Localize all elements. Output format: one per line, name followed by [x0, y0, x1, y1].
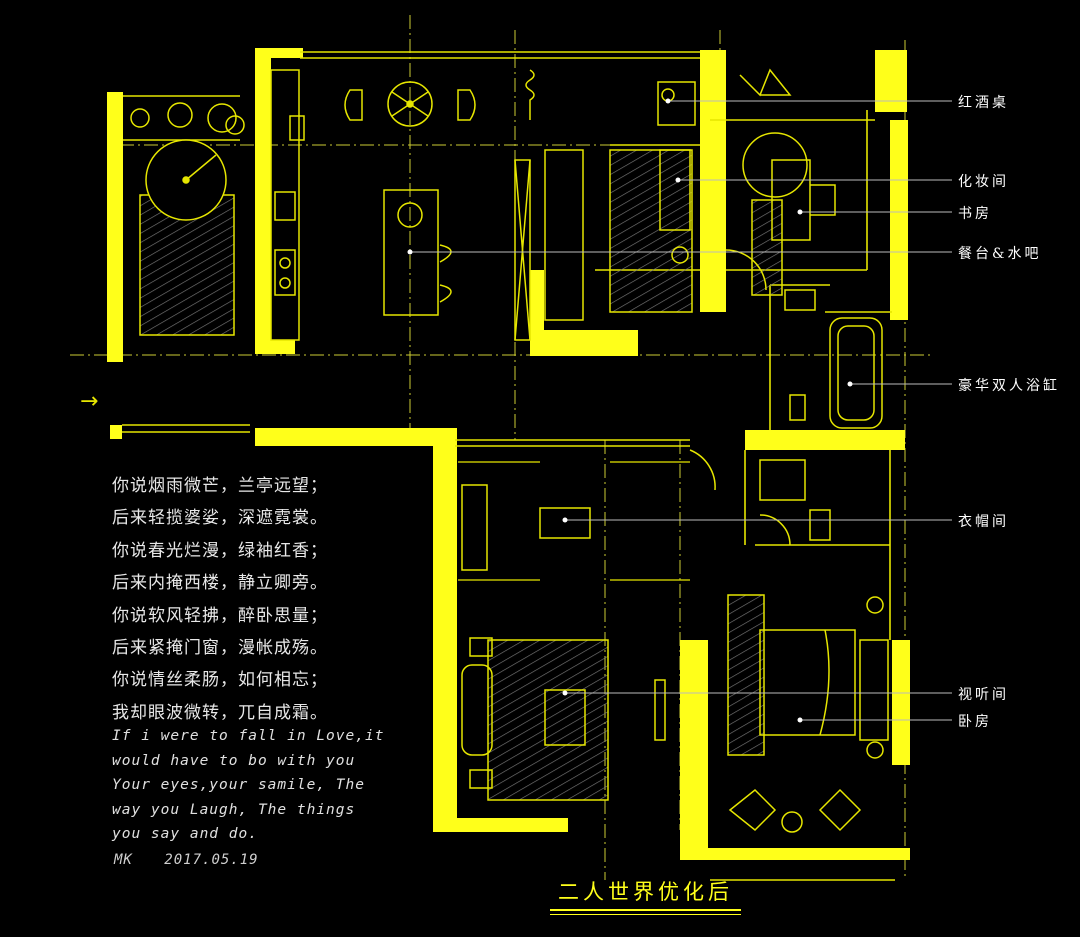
- signature-author: MK: [114, 852, 133, 868]
- label-study: 书房: [958, 206, 992, 222]
- leader-dots: [407, 98, 853, 723]
- english-line: way you Laugh, The things: [112, 801, 356, 818]
- chinese-poem: 你说烟雨微芒，兰亭远望； 后来轻揽婆娑，深遮霓裳。 你说春光烂漫，绿袖红香； 后…: [112, 470, 328, 729]
- leader-lines: [410, 100, 952, 721]
- poem-line: 我却眼波微转，兀自成霜。: [112, 702, 328, 723]
- signature-date: 2017.05.19: [164, 852, 259, 868]
- label-av-room: 视听间: [958, 687, 1009, 703]
- poem-line: 你说软风轻拂，醉卧思量；: [112, 605, 328, 626]
- english-line: you say and do.: [112, 826, 258, 843]
- poem-line: 你说春光烂漫，绿袖红香；: [112, 540, 328, 561]
- poem-line: 后来轻揽婆娑，深遮霓裳。: [112, 508, 328, 529]
- english-line: would have to bo with you: [112, 752, 356, 769]
- english-line: Your eyes,your samile, The: [112, 777, 365, 794]
- signature: MK 2017.05.19: [114, 852, 281, 868]
- label-dressing-room: 化妆间: [958, 174, 1009, 190]
- poem-line: 后来内掩西楼，静立卿旁。: [112, 573, 328, 594]
- poem-line: 你说情丝柔肠，如何相忘；: [112, 670, 328, 691]
- english-line: If i were to fall in Love,it: [112, 728, 385, 744]
- squiggle: [525, 69, 535, 120]
- label-cloakroom: 衣帽间: [958, 514, 1009, 530]
- label-wine-table: 红酒桌: [958, 95, 1009, 111]
- poem-line: 你说烟雨微芒，兰亭远望；: [112, 476, 328, 496]
- label-bedroom: 卧房: [958, 714, 992, 730]
- walls: [107, 48, 910, 860]
- entry-arrow: →: [80, 389, 98, 414]
- english-verse: If i were to fall in Love,it would have …: [112, 724, 384, 847]
- plan-title: 二人世界优化后: [550, 876, 741, 915]
- label-luxury-bathtub: 豪华双人浴缸: [958, 378, 1060, 394]
- label-dining-bar: 餐台&水吧: [958, 246, 1042, 262]
- poem-line: 后来紧掩门窗，漫帐成殇。: [112, 638, 328, 659]
